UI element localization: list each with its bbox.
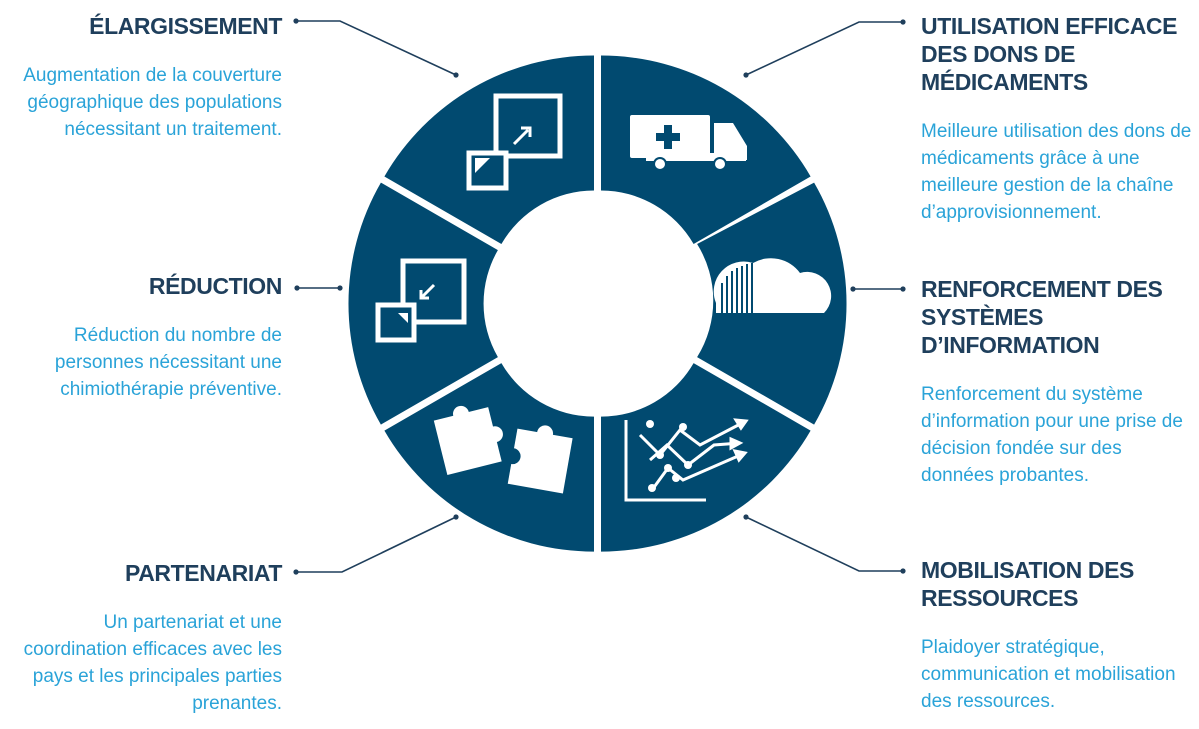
- title-utilisation: UTILISATION EFFICACE DES DONS DE MÉDICAM…: [921, 13, 1178, 95]
- segment-reduction: [348, 182, 498, 425]
- description-reduction: Réduction du nombre de personnes nécessi…: [54, 325, 282, 400]
- description-mobilisation: Plaidoyer stratégique, communication et …: [921, 637, 1176, 712]
- connectors: [293, 18, 906, 575]
- block-utilisation: UTILISATION EFFICACE DES DONS DE MÉDICAM…: [921, 12, 1199, 226]
- connector-utilisation: [743, 19, 906, 78]
- connector-renforcement: [850, 286, 906, 292]
- ambulance-truck-icon: [630, 115, 747, 171]
- connector-elargissement: [293, 18, 459, 78]
- block-mobilisation: MOBILISATION DES RESSOURCES Plaidoyer st…: [921, 556, 1199, 715]
- cloud-icon: [713, 258, 832, 313]
- puzzle-icon: [433, 405, 573, 494]
- description-renforcement: Renforcement du système d’information po…: [921, 384, 1183, 486]
- description-elargissement: Augmentation de la couverture géographiq…: [23, 65, 282, 140]
- connector-mobilisation: [743, 514, 906, 574]
- money-chart-icon: [624, 418, 749, 502]
- title-mobilisation: MOBILISATION DES RESSOURCES: [921, 557, 1134, 611]
- expand-arrows-icon: [466, 93, 563, 191]
- segment-elargissement: [384, 55, 594, 244]
- segment-mobilisation: [601, 363, 811, 552]
- block-partenariat: PARTENARIAT Un partenariat et une coordi…: [0, 559, 283, 717]
- shrink-arrows-icon: [375, 258, 467, 343]
- title-elargissement: ÉLARGISSEMENT: [89, 13, 282, 39]
- block-elargissement: ÉLARGISSEMENT Augmentation de la couvert…: [0, 12, 282, 143]
- ring: [348, 55, 847, 552]
- title-partenariat: PARTENARIAT: [124, 560, 282, 586]
- description-partenariat: Un partenariat et une coordination effic…: [23, 612, 282, 714]
- description-utilisation: Meilleure utilisation des dons de médica…: [921, 121, 1192, 223]
- block-reduction: RÉDUCTION Réduction du nombre de personn…: [0, 272, 283, 403]
- title-renforcement: RENFORCEMENT DES SYSTÈMES D’INFORMATION: [921, 276, 1163, 358]
- title-reduction: RÉDUCTION: [148, 273, 283, 299]
- block-renforcement: RENFORCEMENT DES SYSTÈMES D’INFORMATION …: [921, 275, 1199, 489]
- connector-partenariat: [293, 514, 459, 575]
- connector-reduction: [294, 285, 343, 291]
